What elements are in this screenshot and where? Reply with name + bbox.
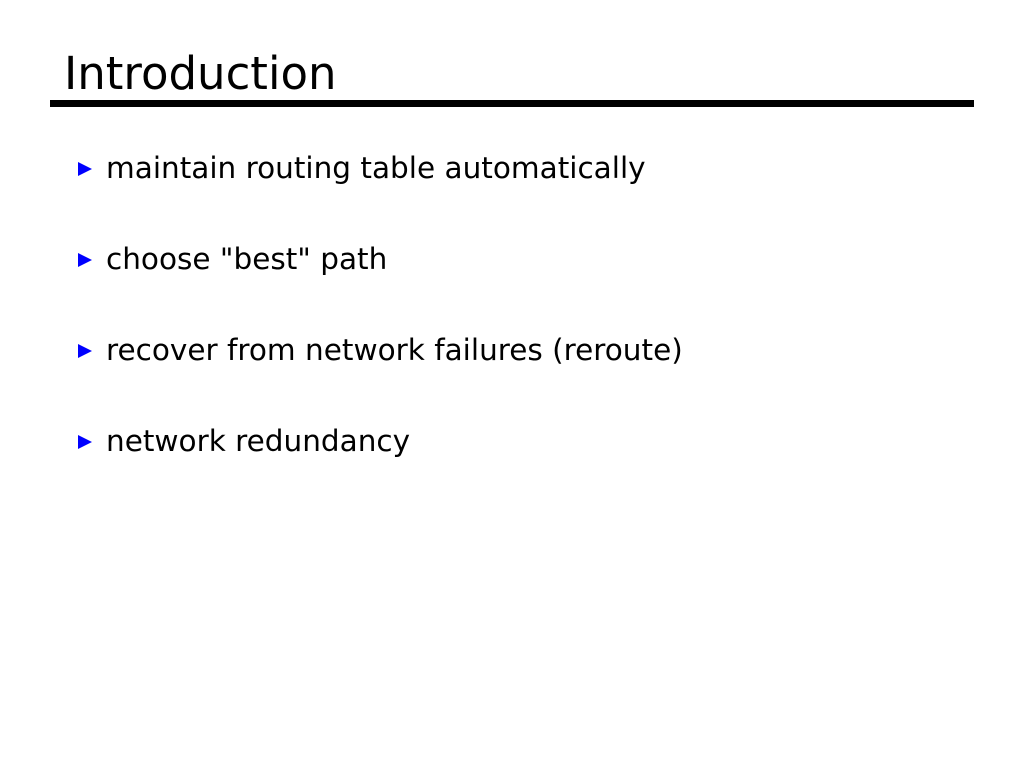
- list-item-label: maintain routing table automatically: [106, 151, 646, 185]
- page-title: Introduction: [64, 47, 337, 100]
- list-item: network redundancy: [76, 421, 976, 512]
- triangle-right-icon: [76, 239, 106, 279]
- list-item-label: network redundancy: [106, 424, 411, 458]
- title-divider-rule: [50, 100, 974, 107]
- triangle-right-icon: [76, 148, 106, 188]
- list-item: recover from network failures (reroute): [76, 330, 976, 421]
- list-item-label: choose "best" path: [106, 242, 388, 276]
- title-block: Introduction: [50, 47, 974, 101]
- list-item-label: recover from network failures (reroute): [106, 333, 683, 367]
- list-item: choose "best" path: [76, 239, 976, 330]
- list-item: maintain routing table automatically: [76, 148, 976, 239]
- triangle-right-icon: [76, 330, 106, 370]
- bullet-list: maintain routing table automatically cho…: [76, 148, 976, 512]
- triangle-right-icon: [76, 421, 106, 461]
